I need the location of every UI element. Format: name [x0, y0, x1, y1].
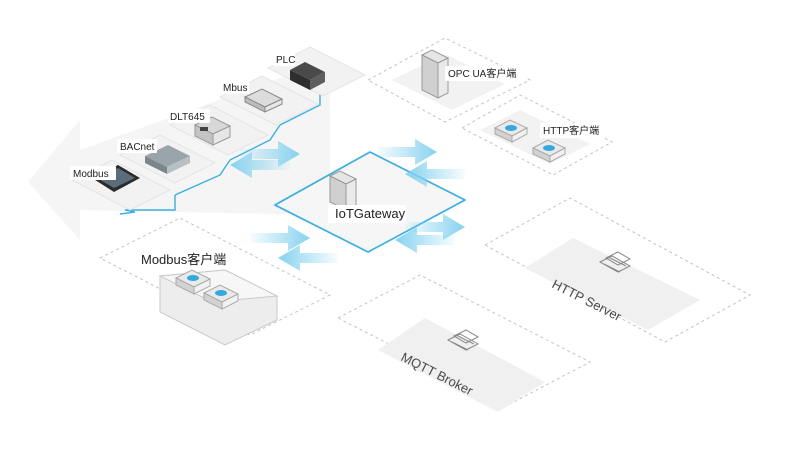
- server-cabinet-icon: [328, 170, 358, 211]
- device-label-bacnet: BACnet: [120, 142, 155, 153]
- opcua-client-label: OPC UA客户端: [448, 67, 516, 80]
- mbus-module-icon: [243, 88, 284, 113]
- device-label-plc: PLC: [276, 55, 295, 66]
- opcua-client-zone[interactable]: OPC UA客户端: [366, 37, 532, 123]
- cloud-device-icon: [531, 139, 567, 163]
- modbus-client-zone[interactable]: Modbus客户端: [98, 217, 332, 346]
- cloud-device-icon: [174, 269, 212, 295]
- http-client-zone[interactable]: HTTP客户端: [460, 94, 614, 176]
- flow-arrows: [230, 139, 465, 271]
- controller-icon: [145, 145, 190, 174]
- device-label-dlt645: DLT645: [170, 112, 205, 123]
- modbus-client-label: Modbus客户端: [141, 252, 226, 267]
- http-client-label: HTTP客户端: [543, 124, 599, 137]
- device-tile-bacnet[interactable]: BACnet: [117, 134, 217, 184]
- http-server-zone[interactable]: HTTP Server: [483, 197, 752, 343]
- gateway-label: IoTGateway: [335, 206, 406, 221]
- cloud-device-icon: [202, 284, 240, 310]
- server-cabinet-icon: [420, 49, 450, 99]
- cloud-device-icon: [493, 119, 529, 143]
- device-label-mbus: Mbus: [223, 83, 247, 94]
- flow-arrow-right-up: [377, 139, 465, 187]
- device-row: Modbus BACnet DLT645: [70, 46, 367, 215]
- building-icon: [446, 329, 480, 351]
- flow-arrow-right-down: [395, 214, 465, 253]
- plc-icon: [290, 62, 325, 90]
- flow-arrow-left-down: [250, 225, 338, 271]
- building-icon: [598, 251, 632, 273]
- device-tile-plc[interactable]: PLC: [266, 46, 367, 97]
- device-tile-modbus[interactable]: Modbus: [70, 159, 172, 211]
- flow-arrow-left-up: [230, 141, 300, 178]
- mqtt-broker-zone[interactable]: MQTT Broker: [336, 274, 592, 412]
- device-tile-dlt645[interactable]: DLT645: [168, 104, 270, 156]
- device-tile-mbus[interactable]: Mbus: [218, 75, 320, 126]
- device-label-modbus: Modbus: [73, 169, 109, 180]
